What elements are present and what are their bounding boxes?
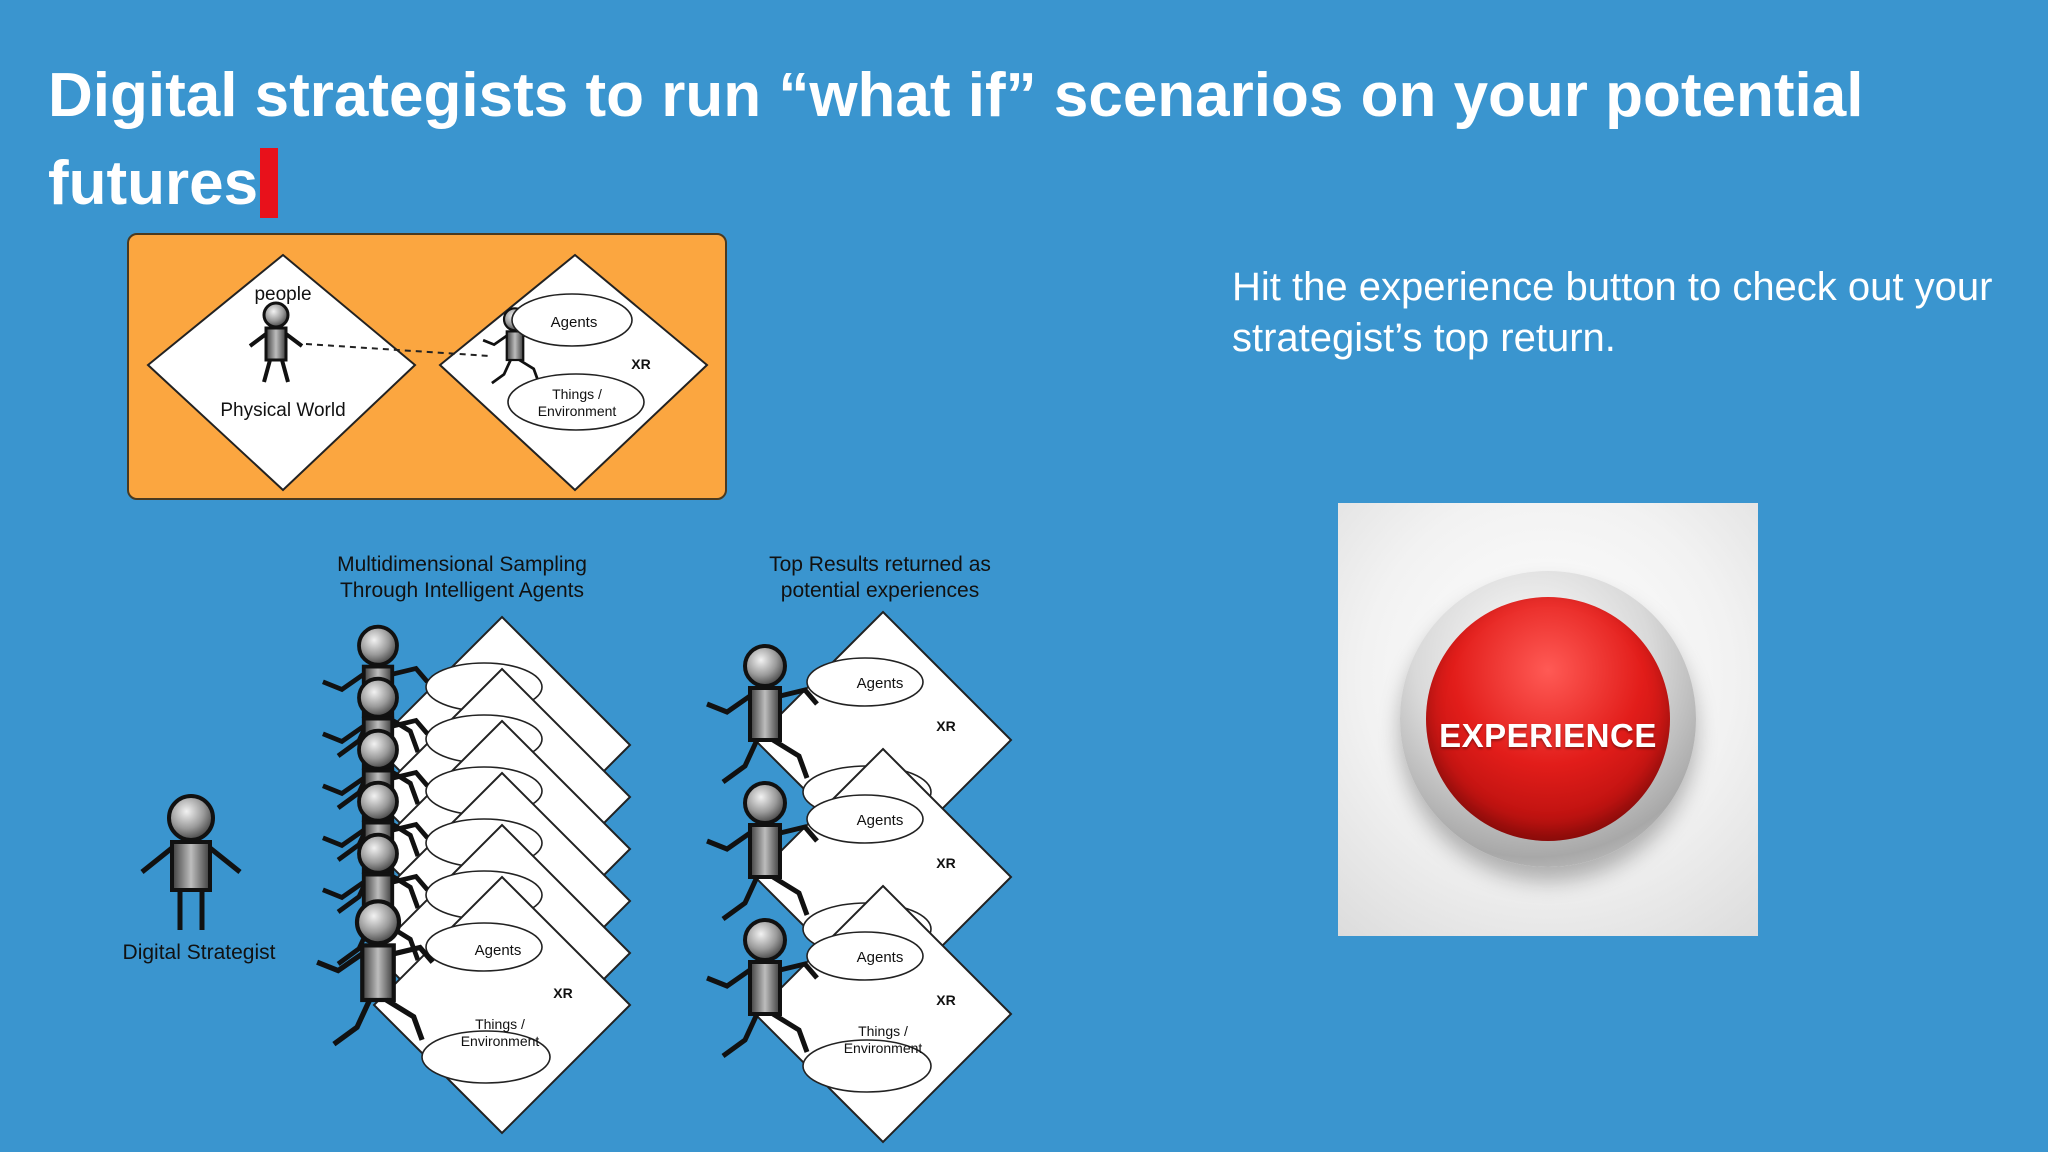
sample-agents-label: Agents [475,942,522,959]
sample-things-line1: Things / [475,1016,525,1032]
person-figure [248,301,304,383]
experience-button-image[interactable]: EXPERIENCE [1338,503,1758,936]
result-agents-label: Agents [857,949,904,966]
result-xr-label: XR [936,855,955,871]
agents-cloud [511,293,633,347]
experience-button-label: EXPERIENCE [1439,717,1657,754]
experience-button[interactable]: EXPERIENCE [1426,597,1670,841]
physical-world-label: Physical World [220,400,345,421]
result-agents-label: Agents [857,812,904,829]
sampling-stack: Agents XR Things / Environment [317,616,631,1134]
result-xr-label: XR [936,992,955,1008]
result-xr-label: XR [936,718,955,734]
results-header-line1: Top Results returned as [769,553,991,576]
physical-world-diamond [146,253,417,492]
agents-label: Agents [551,314,598,331]
xr-label: XR [631,356,650,372]
instruction-text: Hit the experience button to check out y… [1232,265,1993,360]
sampling-header-line1: Multidimensional Sampling [337,553,587,576]
sample-things-line2: Environment [461,1033,540,1049]
result-agents-label: Agents [857,675,904,692]
digital-strategist-figure [140,794,242,930]
results-header-line2: potential experiences [781,579,979,602]
button-bezel: EXPERIENCE [1400,571,1696,867]
text-cursor [260,148,279,218]
things-label-line2: Environment [538,403,617,419]
xr-concept-panel: people Physical World Agents XR Things /… [127,233,727,500]
result-things-line1: Things / [858,1023,908,1039]
top-results-stack: Agents XR Agents XR Agents XR Things / E… [707,611,1012,1143]
slide-title: Digital strategists to run “what if” sce… [48,52,2008,228]
things-label-line1: Things / [552,386,602,402]
connection-line [305,343,491,357]
things-cloud [507,373,645,431]
sample-xr-label: XR [553,985,572,1001]
slide-title-text: Digital strategists to run “what if” sce… [48,61,1864,218]
people-label: people [254,284,311,305]
sampling-header-line2: Through Intelligent Agents [340,579,584,602]
result-card-front [754,885,1012,1143]
digital-strategist-label: Digital Strategist [123,941,276,964]
result-things-line2: Environment [844,1040,923,1056]
